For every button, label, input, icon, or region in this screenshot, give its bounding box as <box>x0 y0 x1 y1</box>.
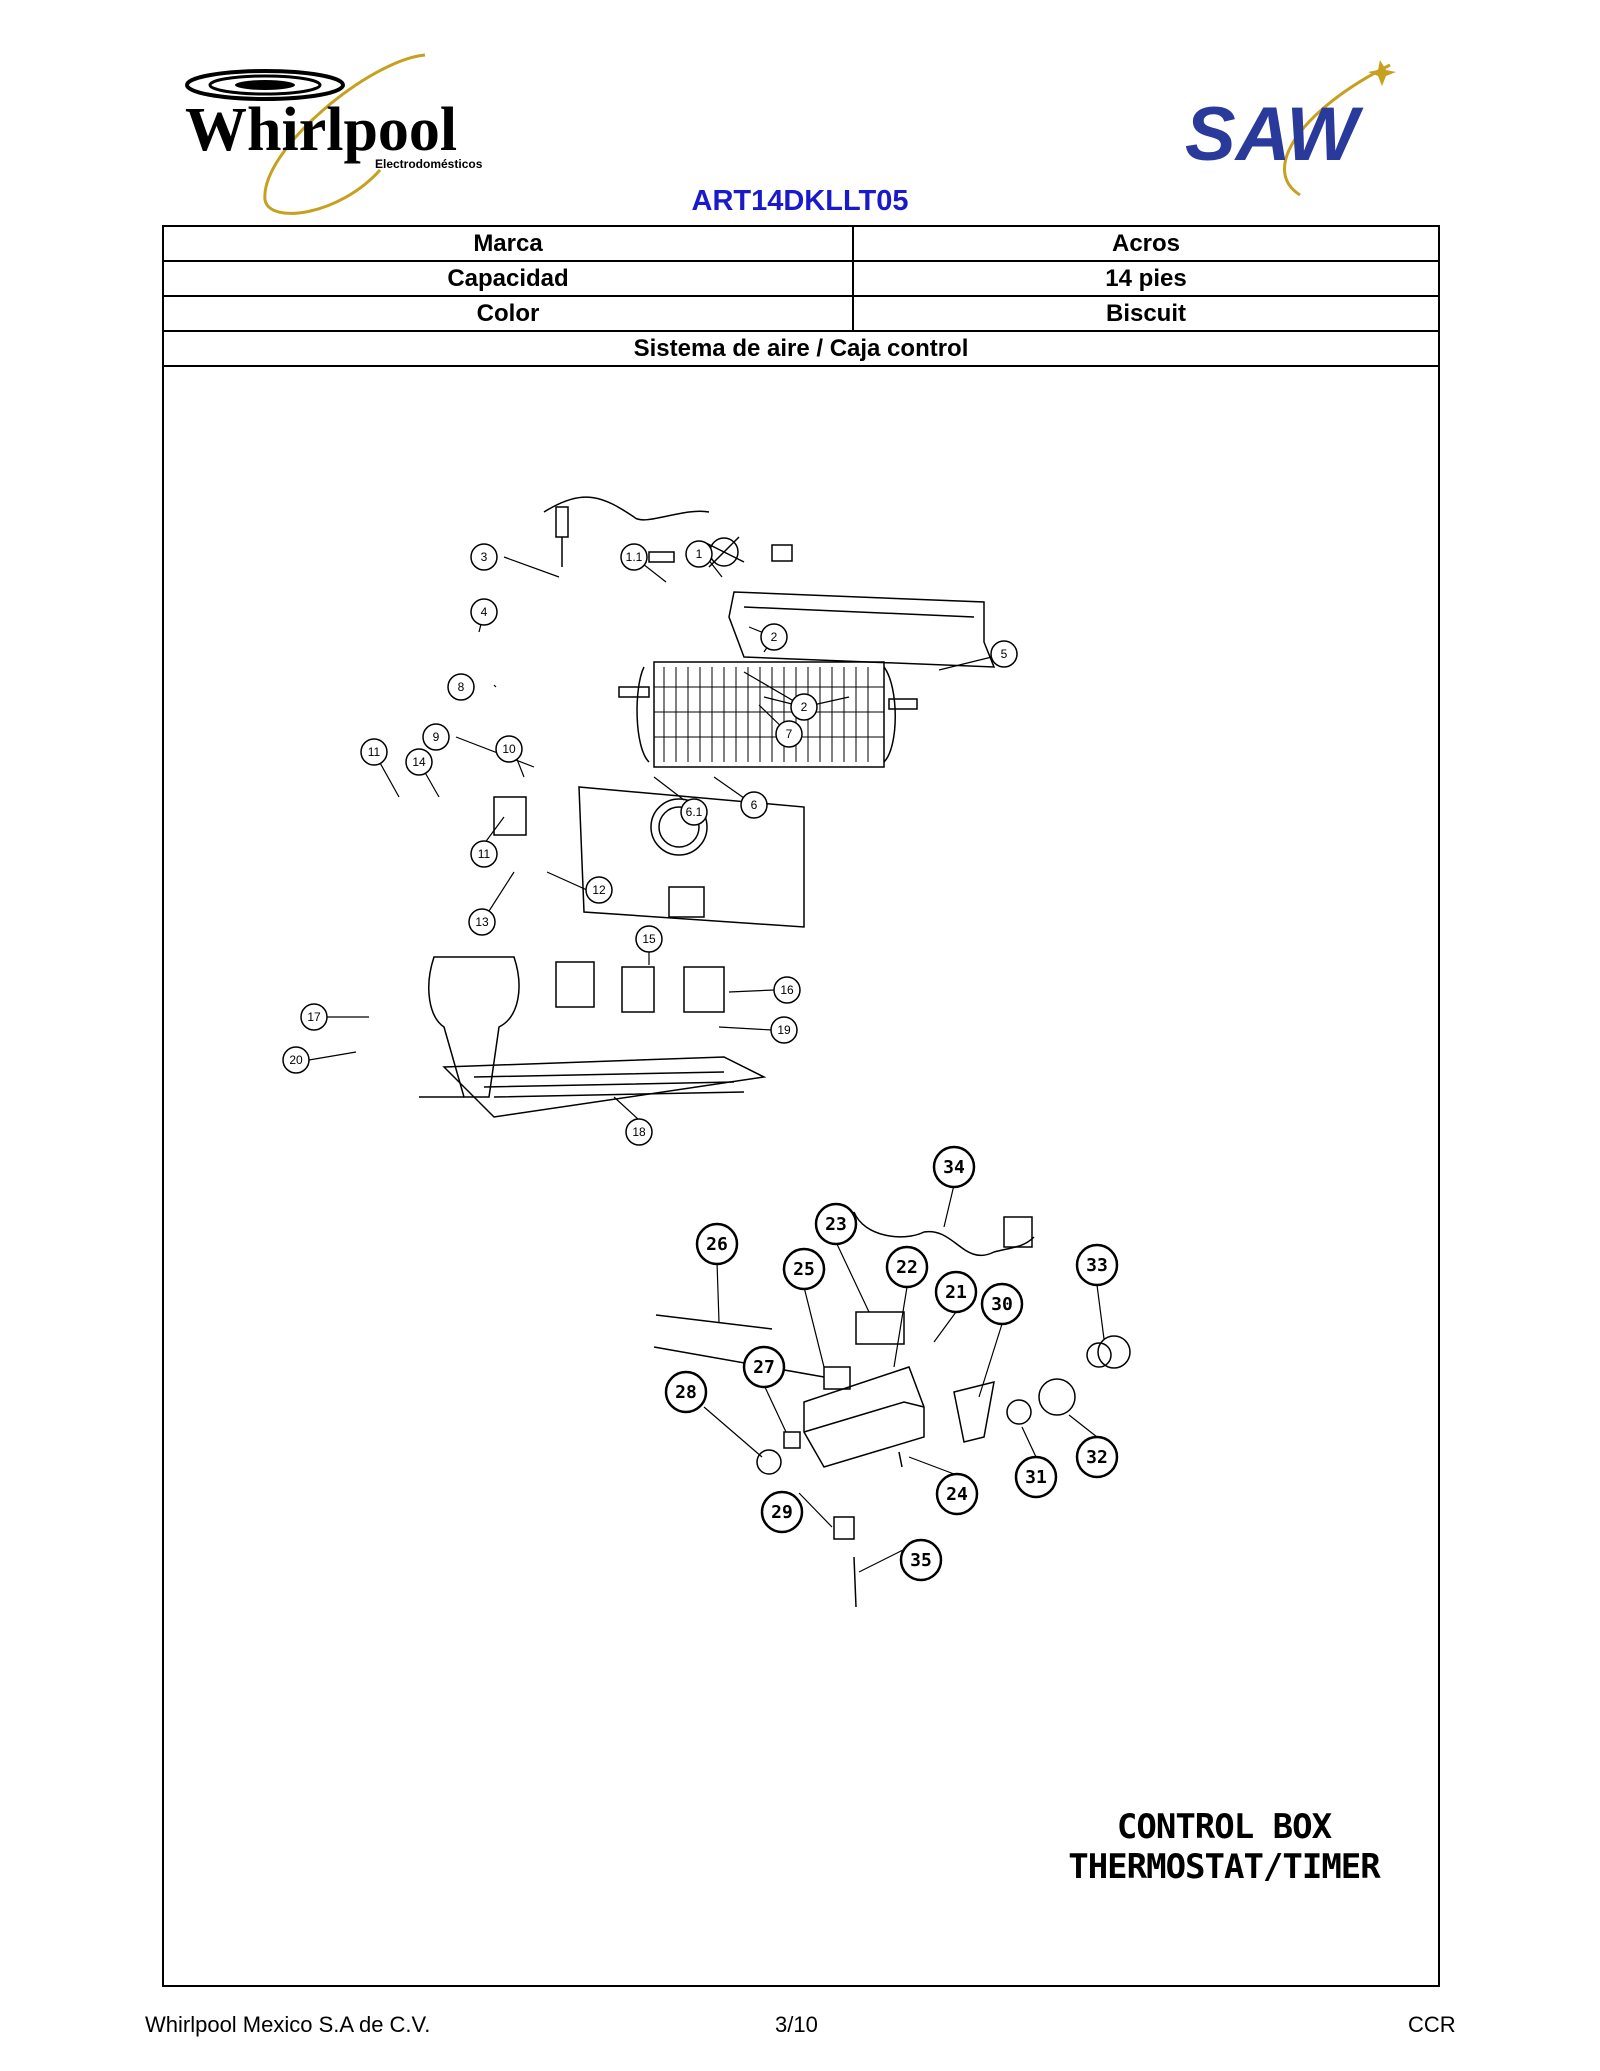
callout-label: 35 <box>910 1550 932 1571</box>
callout-label: 10 <box>502 742 516 756</box>
control-box-caption-line1: CONTROL BOX <box>1116 1807 1332 1847</box>
whirlpool-subtitle: Electrodomésticos <box>375 157 483 171</box>
callout-label: 2 <box>771 630 778 644</box>
spec-row-color: Color Biscuit <box>164 297 1438 332</box>
callout-label: 23 <box>825 1214 847 1235</box>
callout-label: 11 <box>478 847 491 861</box>
section-title: Sistema de aire / Caja control <box>633 335 969 362</box>
parts-diagram: 3 1.1 1 4 2 5 2 8 7 9 10 11 14 6.1 6 11 … <box>282 496 1131 1608</box>
callout-label: 33 <box>1086 1255 1108 1276</box>
callout-label: 19 <box>777 1023 791 1037</box>
saw-wordmark: SAW <box>1185 92 1364 177</box>
callout-label: 6.1 <box>686 805 703 819</box>
spec-label: Color <box>164 297 854 330</box>
callout-label: 18 <box>632 1125 646 1139</box>
spec-value: Acros <box>1111 230 1181 257</box>
callout-label: 8 <box>458 680 465 694</box>
footer-code: CCR <box>1408 2012 1456 2037</box>
callout-label: 1.1 <box>626 550 643 564</box>
callout-label: 15 <box>642 932 656 946</box>
callout-label: 16 <box>780 983 794 997</box>
spec-value: 14 pies <box>1105 265 1187 292</box>
control-box-caption-line2: THERMOSTAT/TIMER <box>1068 1847 1381 1887</box>
spec-label: Capacidad <box>164 262 854 295</box>
callout-label: 17 <box>307 1010 321 1024</box>
callout-label: 26 <box>706 1234 728 1255</box>
callout-label: 12 <box>592 883 606 897</box>
callout-label: 3 <box>481 550 488 564</box>
callout-label: 28 <box>675 1382 697 1403</box>
callout-label: 32 <box>1086 1447 1108 1468</box>
spec-sheet-frame: Marca Acros Capacidad 14 pies Color Bisc… <box>162 225 1440 1987</box>
callout-label: 1 <box>696 547 703 561</box>
spec-row-brand: Marca Acros <box>164 227 1438 262</box>
callout-label: 21 <box>945 1282 967 1303</box>
callout-label: 5 <box>1001 647 1008 661</box>
callout-label: 6 <box>751 798 758 812</box>
saw-logo: SAW <box>1185 60 1396 197</box>
callout-label: 30 <box>991 1294 1013 1315</box>
whirlpool-logo: Whirlpool Electrodomésticos <box>185 53 483 215</box>
callout-label: 31 <box>1025 1467 1047 1488</box>
footer-page-number: 3/10 <box>775 2012 818 2037</box>
callout-label: 4 <box>481 605 488 619</box>
callout-label: 20 <box>289 1053 303 1067</box>
spec-value: Biscuit <box>1105 300 1186 327</box>
callout-label: 9 <box>433 730 440 744</box>
whirlpool-wordmark: Whirlpool <box>185 96 457 164</box>
callout-label: 22 <box>896 1257 918 1278</box>
callout-label: 2 <box>801 700 808 714</box>
callout-label: 34 <box>943 1157 965 1178</box>
callout-label: 7 <box>786 727 793 741</box>
spec-label: Marca <box>164 227 854 260</box>
callout-label: 13 <box>475 915 489 929</box>
callout-label: 24 <box>946 1484 968 1505</box>
callout-label: 29 <box>771 1502 793 1523</box>
model-number: ART14DKLLT05 <box>691 185 909 217</box>
callout-label: 25 <box>793 1259 815 1280</box>
footer-company: Whirlpool Mexico S.A de C.V. <box>145 2012 431 2037</box>
callout-label: 11 <box>368 745 381 759</box>
callout-label: 27 <box>753 1357 775 1378</box>
callout-label: 14 <box>412 755 426 769</box>
spec-row-capacity: Capacidad 14 pies <box>164 262 1438 297</box>
section-title-row: Sistema de aire / Caja control <box>164 332 1438 367</box>
